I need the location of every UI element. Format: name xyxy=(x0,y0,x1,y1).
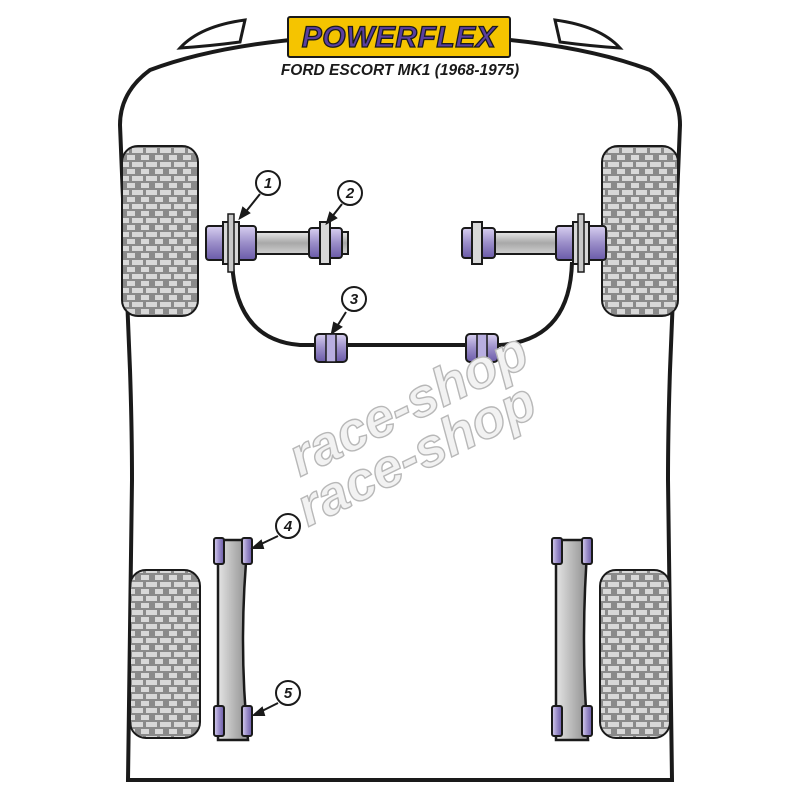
callout-4-circle xyxy=(275,513,301,539)
callout-3-number: 3 xyxy=(350,291,359,308)
front-right-wheel xyxy=(601,145,679,317)
callout-4-number: 4 xyxy=(283,518,293,535)
callout-3-arrowhead xyxy=(330,321,343,336)
vehicle-title: FORD ESCORT MK1 (1968-1975) xyxy=(280,62,520,79)
callout-1-arrowhead xyxy=(238,206,251,221)
front-left-wheel xyxy=(121,145,199,317)
bush-4-left xyxy=(213,537,253,565)
callout-5-number: 5 xyxy=(284,685,293,702)
car-body-outline xyxy=(176,18,247,50)
bush-1-right xyxy=(555,213,607,273)
bush-5-right xyxy=(551,705,593,737)
bush-4-right xyxy=(551,537,593,565)
bush-3-right xyxy=(465,333,499,363)
car-body-outline xyxy=(553,18,624,50)
bush-5-left xyxy=(213,705,253,737)
callout-1-circle xyxy=(255,170,281,196)
callout-3-circle xyxy=(341,286,367,312)
powerflex-logo: POWERFLEX xyxy=(287,16,511,58)
rear-left-wheel xyxy=(129,569,201,739)
callout-1-number: 1 xyxy=(264,175,272,192)
callout-2-number: 2 xyxy=(345,185,355,202)
logo-text: POWERFLEX xyxy=(301,20,497,54)
callout-5-circle xyxy=(275,680,301,706)
bush-2-right xyxy=(461,221,496,265)
callout-2-circle xyxy=(337,180,363,206)
anti-roll-bar xyxy=(230,261,574,347)
rear-right-wheel xyxy=(599,569,671,739)
bush-1-left xyxy=(205,213,257,273)
callout-5-arrowhead xyxy=(251,706,266,716)
bush-2-left xyxy=(308,221,343,265)
bush-3-left xyxy=(314,333,348,363)
callout-4-arrowhead xyxy=(250,539,265,549)
callout-2-arrowhead xyxy=(325,211,338,226)
